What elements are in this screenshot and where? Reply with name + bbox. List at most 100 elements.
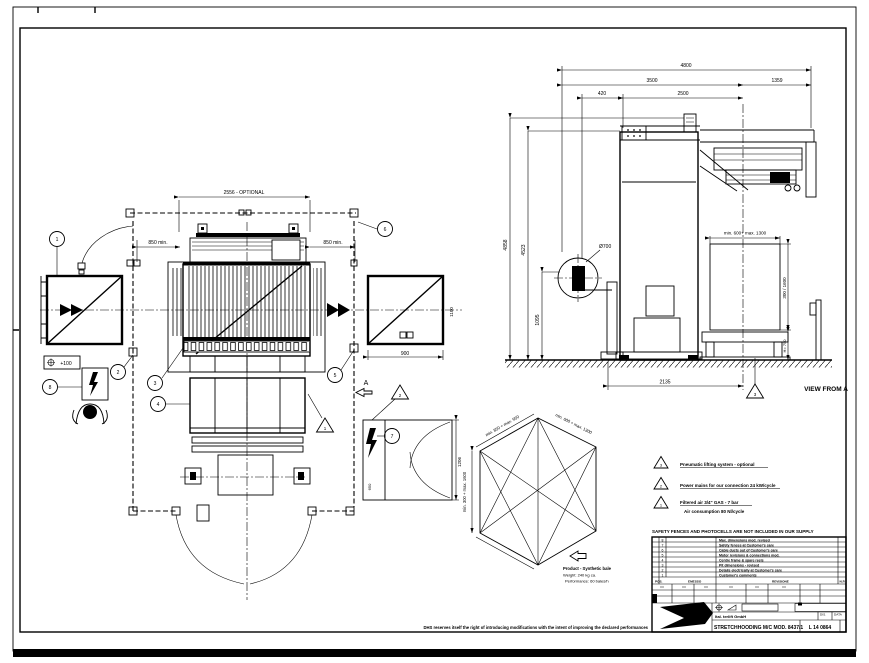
- cable-loop: [81, 225, 134, 264]
- dim-roll-height: 1095: [535, 314, 541, 325]
- svg-text:Cable ducts out of Customer's: Cable ducts out of Customer's care: [719, 548, 778, 552]
- identity-rows: Ital. terlift GmbH DIS. DATA STRETCHHOOD…: [660, 602, 847, 632]
- svg-text:3: 3: [662, 563, 664, 567]
- dis-label: DIS.: [820, 613, 826, 617]
- plan-dimensions: 2556 - OPTIONAL 850 min. 850 min.: [132, 190, 356, 262]
- operator-panel: [72, 367, 109, 425]
- load-on-conveyor: [699, 104, 822, 390]
- section-letter: A: [364, 380, 369, 387]
- dim-product-width: min. 600 + max. 1300: [555, 412, 594, 435]
- flow-arrow: [338, 303, 350, 317]
- outfeed-conveyor: 900 1100: [327, 274, 454, 360]
- svg-text:7: 7: [391, 434, 394, 440]
- balloon-1: 1: [49, 231, 65, 276]
- triangle-callout-1: 1: [307, 393, 335, 433]
- company-logo: [660, 602, 713, 629]
- title-block: 8 7 6 5 4 3 2 1 Max. dimensions mod. rev…: [651, 536, 847, 633]
- svg-text:4: 4: [157, 402, 160, 408]
- svg-text:3: 3: [754, 392, 757, 397]
- dim-conveyor-width: 900: [401, 351, 410, 357]
- rev-header-np: N.P.: [840, 579, 846, 583]
- product-weight: Weight: 240 kg ca.: [563, 573, 596, 578]
- note-3: 3 Pneumatic lifting system - optional: [653, 455, 768, 469]
- date-label: DATA: [834, 613, 843, 617]
- dim-span-left: 3500: [646, 78, 657, 84]
- datum-value: +100: [60, 361, 71, 367]
- notes: 3 Pneumatic lifting system - optional 2 …: [652, 455, 814, 534]
- customer-name: Ital. terlift GmbH: [715, 614, 746, 619]
- svg-text:2: 2: [399, 393, 402, 398]
- sheet-border: [12, 6, 857, 657]
- infeed-direction-icon: [569, 550, 587, 562]
- note-1-text: Filtered air 3/4" GAS - 7 bar: [680, 500, 739, 505]
- machine-column: [615, 113, 703, 361]
- side-dimensions-left: 4858 4523 1095: [503, 113, 684, 360]
- rev-header-revisione: REVISIONE: [772, 579, 789, 583]
- machine-beam: [620, 125, 817, 198]
- flow-arrow: [327, 303, 339, 317]
- flow-arrow: [71, 304, 83, 316]
- electrical-cabinet: 1206 650: [362, 415, 462, 501]
- side-view: Ø700 4800 3500 1359 420 2500: [503, 63, 848, 399]
- note-1b-text: Air consumption 80 Nl/cycle: [684, 509, 745, 514]
- svg-text:7: 7: [662, 543, 664, 547]
- note-1: 1 Filtered air 3/4" GAS - 7 bar Air cons…: [653, 495, 752, 514]
- svg-text:Details electrically at Custom: Details electrically at Customer's care: [719, 568, 782, 572]
- lightning-icon: [366, 428, 377, 458]
- photocell-post: [815, 299, 822, 361]
- note-2-text: Power mains for our connection 24 kW/cyc…: [680, 483, 776, 488]
- dim-span-right: 1359: [771, 78, 782, 84]
- dim-overall-height: 4858: [503, 239, 509, 250]
- operator-body: [75, 403, 105, 425]
- balloon-6: 6: [357, 221, 393, 237]
- dim-conveyor-height: H= 750: [782, 339, 787, 353]
- film-unit-motor: [770, 172, 790, 183]
- product-name: Product - Synthetic bale: [563, 566, 612, 571]
- plan-view: +100 900 1100: [40, 190, 462, 600]
- balloon-5: 5: [327, 349, 355, 383]
- approval-table: [652, 584, 846, 604]
- svg-text:4: 4: [662, 558, 664, 562]
- dim-clearance-right: 850 min.: [323, 240, 342, 246]
- svg-text:Centre frame & spare reels: Centre frame & spare reels: [719, 558, 764, 562]
- svg-text:1: 1: [324, 426, 327, 431]
- section-direction-icon: [354, 387, 373, 398]
- svg-text:2: 2: [662, 568, 664, 572]
- dim-conveyor-depth: 1100: [449, 307, 454, 317]
- svg-text:6: 6: [384, 227, 387, 233]
- product-envelope: min. 300 + max. 1600 min. 850 + max. 950…: [462, 412, 612, 583]
- svg-text:3: 3: [660, 463, 663, 468]
- balloon-2: 2: [110, 354, 134, 380]
- dim-load-height: 300 / 1600: [782, 277, 787, 299]
- side-dimensions-top: 4800 3500 1359 420 2500: [557, 63, 812, 258]
- first-angle-icon: [726, 604, 737, 611]
- dim-overall-width: 4800: [680, 63, 691, 69]
- svg-text:1: 1: [660, 503, 663, 508]
- infeed-conveyor: [40, 274, 124, 346]
- balloon-8: 8: [42, 379, 82, 395]
- triangle-callout-3: 3: [745, 358, 765, 399]
- svg-text:Motor revisions & connections: Motor revisions & connections mod.: [719, 553, 780, 557]
- balloon-3: 3: [147, 347, 184, 391]
- svg-text:1: 1: [56, 237, 59, 243]
- dim-cabinet-height: 1206: [457, 456, 462, 467]
- ground-hatch: [505, 360, 832, 368]
- svg-text:8: 8: [662, 538, 664, 542]
- svg-text:Customer's comments: Customer's comments: [719, 573, 757, 577]
- side-dimensions-load: min. 600+ max. 1300 300 / 1600 H= 750 21…: [603, 231, 791, 390]
- svg-text:1: 1: [662, 573, 664, 577]
- balloon-4: 4: [150, 396, 190, 412]
- svg-text:6: 6: [662, 548, 664, 552]
- dim-hood-stroke: 2500: [677, 91, 688, 97]
- machine-lower-frame: [180, 377, 311, 522]
- footer-disclaimer: DHS reserves itself the right of introdu…: [423, 625, 648, 630]
- svg-text:2: 2: [660, 484, 663, 489]
- dim-offset: 420: [598, 91, 607, 97]
- flow-arrow: [60, 304, 72, 316]
- film-roll: Ø700: [554, 244, 624, 360]
- rev-header-pos: POS.: [655, 579, 663, 583]
- safety-fence: [77, 208, 414, 585]
- bellows-row: [184, 341, 310, 352]
- rev-header-emesso: EMESSO: [688, 579, 702, 583]
